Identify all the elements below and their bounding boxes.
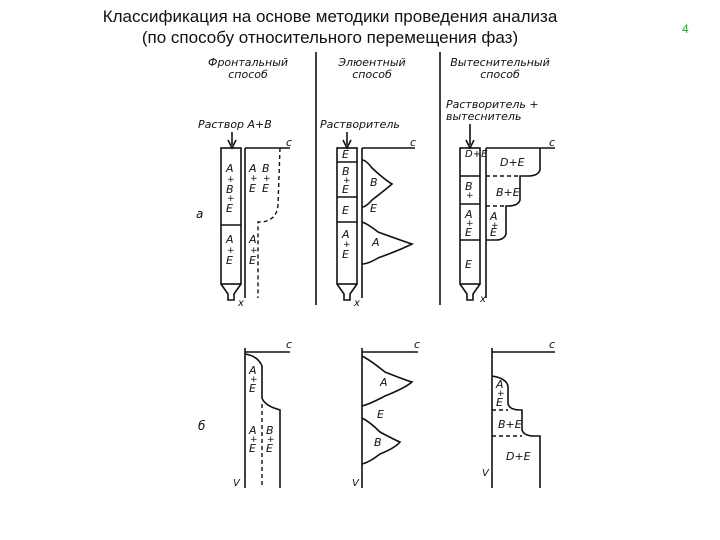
figure-label: D+E bbox=[500, 156, 525, 169]
figure-label: E bbox=[249, 182, 256, 195]
figure-label: + bbox=[250, 435, 258, 445]
figure-label: B bbox=[465, 180, 473, 193]
row-label-a: а bbox=[196, 207, 203, 221]
figure-label: D+E bbox=[506, 450, 531, 463]
figure-label: E bbox=[266, 442, 273, 455]
slide-title: Классификация на основе методики проведе… bbox=[40, 6, 620, 48]
figure-label: B+E bbox=[496, 186, 520, 199]
column-displacement bbox=[459, 147, 481, 285]
figure-label: x bbox=[479, 294, 486, 305]
input-displacement-1: Растворитель + bbox=[446, 98, 539, 111]
header-displacement-2: способ bbox=[480, 68, 520, 81]
figure-label: E bbox=[226, 202, 233, 215]
figure-label: A bbox=[371, 236, 380, 249]
header-displacement-1: Вытеснительный bbox=[450, 56, 550, 69]
figure-label: c bbox=[549, 338, 555, 351]
figure-label: + bbox=[227, 246, 235, 256]
figure-label: + bbox=[343, 176, 351, 186]
figure-label: + bbox=[267, 435, 275, 445]
figure-label: E bbox=[496, 396, 503, 409]
figure-label: A bbox=[341, 228, 350, 241]
figure-label: + bbox=[497, 389, 505, 399]
input-displacement-2: вытеснитель bbox=[446, 110, 521, 123]
figure-label: + bbox=[250, 375, 258, 385]
figure-label: E bbox=[490, 226, 497, 239]
figure-label: V bbox=[482, 468, 490, 479]
header-frontal-2: способ bbox=[228, 68, 268, 81]
title-line-2: (по способу относительного перемещения ф… bbox=[141, 28, 519, 47]
figure-label: B bbox=[342, 165, 350, 178]
figure-label: B bbox=[374, 436, 382, 449]
figure-label: V bbox=[233, 478, 241, 489]
input-frontal: Раствор A+B bbox=[198, 118, 272, 131]
figure-label: E bbox=[377, 408, 384, 421]
header-elution-1: Элюентный bbox=[337, 56, 405, 69]
figure-label: A bbox=[495, 378, 504, 391]
title-line-1: Классификация на основе методики проведе… bbox=[102, 7, 558, 26]
figure-label: c bbox=[286, 136, 292, 149]
figure-label: E bbox=[342, 148, 349, 161]
header-frontal-1: Фронтальный bbox=[208, 56, 288, 69]
figure-label: + bbox=[227, 175, 235, 185]
figure-label: E bbox=[465, 226, 472, 239]
figure-label: A bbox=[225, 233, 234, 246]
figure-label: A bbox=[379, 376, 388, 389]
figure-label: + bbox=[466, 191, 474, 201]
header-elution-2: способ bbox=[352, 68, 392, 81]
figure-label: E bbox=[342, 183, 349, 196]
figure-label: E bbox=[465, 258, 472, 271]
figure-label: + bbox=[263, 174, 271, 184]
figure-label: E bbox=[226, 254, 233, 267]
figure-label: + bbox=[250, 174, 258, 184]
figure-label: D+E bbox=[465, 149, 488, 160]
figure-label: + bbox=[491, 221, 499, 231]
figure-label: + bbox=[466, 219, 474, 229]
figure-label: c bbox=[286, 338, 292, 351]
figure-label: c bbox=[410, 136, 416, 149]
figure-label: c bbox=[414, 338, 420, 351]
figure-label: E bbox=[342, 204, 349, 217]
figure-label: E bbox=[370, 202, 377, 215]
figure-label: A bbox=[225, 162, 234, 175]
figure-label: E bbox=[262, 182, 269, 195]
figure-label: B bbox=[370, 176, 378, 189]
figure-label: E bbox=[249, 382, 256, 395]
figure-label: x bbox=[237, 298, 244, 309]
figure-label: + bbox=[227, 194, 235, 204]
figure-label: B bbox=[266, 424, 274, 437]
page-number: 4 bbox=[682, 22, 689, 36]
figure-label: A bbox=[248, 233, 257, 246]
row-label-b: б bbox=[198, 419, 206, 433]
figure-label: B+E bbox=[498, 418, 522, 431]
figure-label: B bbox=[262, 162, 270, 175]
figure-label: c bbox=[549, 136, 555, 149]
input-elution: Растворитель bbox=[320, 118, 400, 131]
figure-label: A bbox=[489, 210, 498, 223]
column-elution bbox=[336, 147, 358, 285]
figure-label: + bbox=[343, 240, 351, 250]
figure-label: V bbox=[352, 478, 360, 489]
figure-label: + bbox=[250, 246, 258, 256]
figure-label: E bbox=[342, 248, 349, 261]
figure-label: A bbox=[248, 424, 257, 437]
figure-label: x bbox=[353, 298, 360, 309]
figure-label: A bbox=[464, 208, 473, 221]
figure-label: E bbox=[249, 442, 256, 455]
figure-label: A bbox=[248, 162, 257, 175]
figure-label: A bbox=[248, 364, 257, 377]
column-frontal bbox=[220, 147, 242, 285]
figure-label: E bbox=[249, 254, 256, 267]
figure-label: B bbox=[226, 183, 234, 196]
